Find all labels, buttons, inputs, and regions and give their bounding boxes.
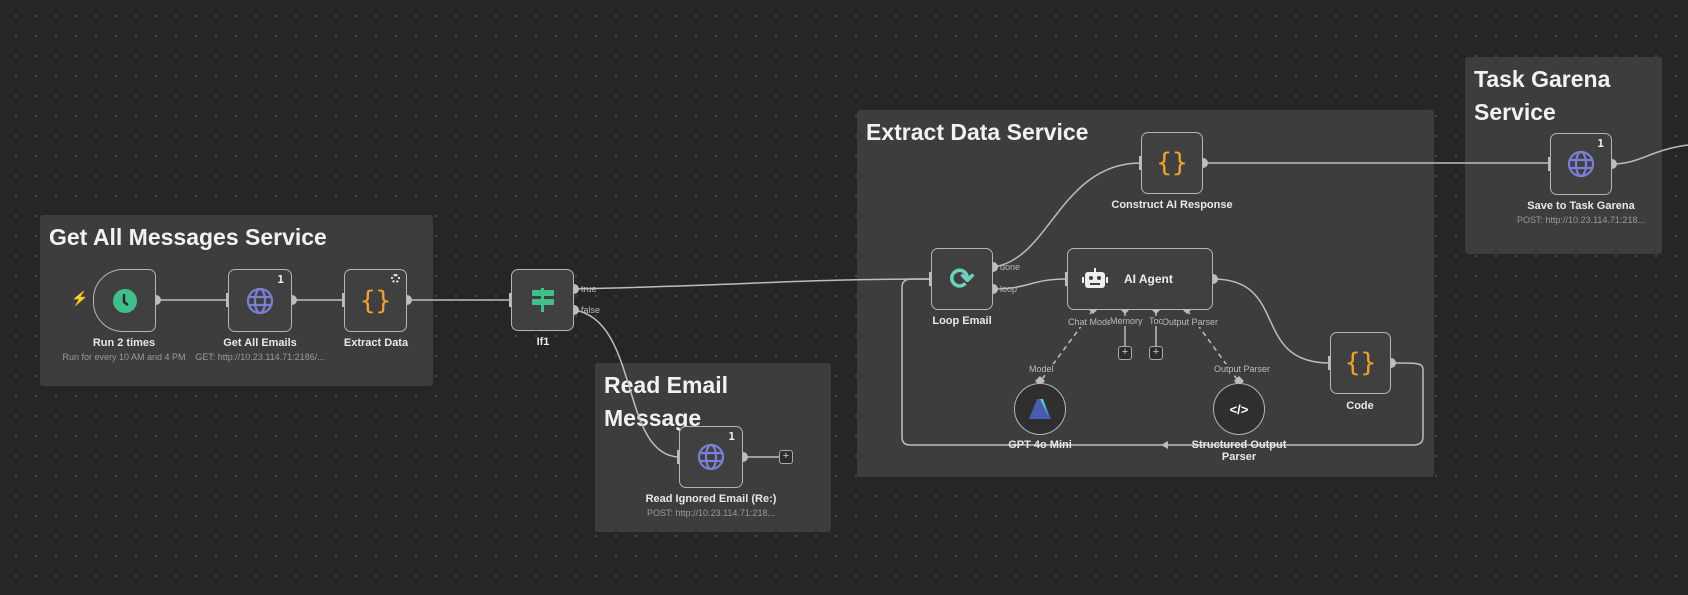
code-braces-icon: {} xyxy=(1344,348,1377,378)
trigger-bolt-icon: ⚡ xyxy=(71,290,89,306)
node-structured-output-parser[interactable]: </> xyxy=(1213,383,1265,435)
node-gpt-4o-mini[interactable] xyxy=(1014,383,1066,435)
node-loop-email[interactable]: ⟳ xyxy=(931,248,993,310)
edge xyxy=(1212,278,1331,364)
code-braces-icon: {} xyxy=(1156,148,1188,178)
output-label-false: false xyxy=(581,305,601,315)
run-count-badge: 1 xyxy=(728,430,735,443)
globe-icon xyxy=(1567,150,1595,178)
edge xyxy=(992,278,1068,290)
node-label: Extract Data xyxy=(343,337,409,349)
add-tool-button[interactable]: + xyxy=(1149,346,1163,360)
node-construct-ai-response[interactable]: {} xyxy=(1141,132,1203,194)
node-subtitle: POST: http://10.23.114.71:218... xyxy=(1517,215,1645,225)
output-label-done: done xyxy=(1000,262,1021,272)
node-label: Run 2 times xyxy=(92,337,156,349)
node-label: Construct AI Response xyxy=(1111,199,1233,211)
add-memory-button[interactable]: + xyxy=(1118,346,1132,360)
port-label-output-parser: Output Parser xyxy=(1214,364,1271,374)
input-label-chat-model: Chat Model xyxy=(1068,317,1115,327)
node-label: Get All Emails xyxy=(223,337,297,349)
node-label: Code xyxy=(1346,400,1374,412)
run-count-badge: 1 xyxy=(277,273,284,286)
code-tag-icon: </> xyxy=(1229,401,1249,417)
input-label-memory: Memory xyxy=(1110,316,1143,326)
sticky-title: Extract Data Service xyxy=(866,119,1089,145)
node-label: GPT 4o Mini xyxy=(1008,439,1072,451)
run-count-badge: 1 xyxy=(1597,137,1604,150)
input-label-output-parser: Output Parser xyxy=(1162,317,1219,327)
output-label-loop: loop xyxy=(1000,284,1018,294)
node-read-ignored-email[interactable]: 1 xyxy=(679,426,743,488)
signpost-icon xyxy=(531,288,554,312)
node-label: AI Agent xyxy=(1124,272,1173,286)
azure-icon xyxy=(1029,399,1051,419)
node-label: If1 xyxy=(536,336,550,348)
input-label-tool: Tool xyxy=(1149,316,1163,326)
node-subtitle: POST: http://10.23.114.71:218... xyxy=(647,508,775,518)
node-get-all-emails[interactable]: 1 xyxy=(228,269,292,332)
node-extract-data[interactable]: {} xyxy=(344,269,407,332)
node-run-2-times[interactable] xyxy=(93,269,156,332)
node-subtitle: GET: http://10.23.114.71:2186/... xyxy=(195,352,325,362)
node-subtitle: Run for every 10 AM and 4 PM xyxy=(62,352,186,362)
node-ai-agent[interactable]: AI Agent xyxy=(1067,248,1213,310)
edge xyxy=(573,309,680,458)
node-label: Loop Email xyxy=(932,315,992,327)
edge xyxy=(573,278,932,290)
edge xyxy=(1611,144,1688,165)
node-label: Read Ignored Email (Re:) xyxy=(645,493,777,505)
code-braces-icon: {} xyxy=(359,285,392,316)
sticky-task-garena[interactable]: Task Garena Service xyxy=(1465,57,1662,254)
loading-icon xyxy=(391,274,400,283)
robot-icon xyxy=(1082,268,1108,288)
globe-icon xyxy=(246,287,274,314)
clock-icon xyxy=(112,288,137,313)
node-if1[interactable] xyxy=(511,269,574,331)
output-label-true: true xyxy=(581,284,597,294)
sticky-title: Task Garena Service xyxy=(1474,66,1611,125)
port-label-model: Model xyxy=(1029,364,1054,374)
node-label: Structured Output Parser xyxy=(1191,439,1287,463)
edge xyxy=(992,162,1142,268)
sticky-title: Get All Messages Service xyxy=(49,224,327,250)
node-code[interactable]: {} xyxy=(1330,332,1391,394)
refresh-icon: ⟳ xyxy=(949,262,975,296)
edge-loop-back xyxy=(901,278,1424,446)
node-save-to-task-garena[interactable]: 1 xyxy=(1550,133,1612,195)
sticky-read-email[interactable]: Read Email Message xyxy=(595,363,831,532)
globe-icon xyxy=(697,443,725,471)
add-node-button[interactable]: + xyxy=(779,450,793,464)
node-label: Save to Task Garena xyxy=(1527,200,1635,212)
